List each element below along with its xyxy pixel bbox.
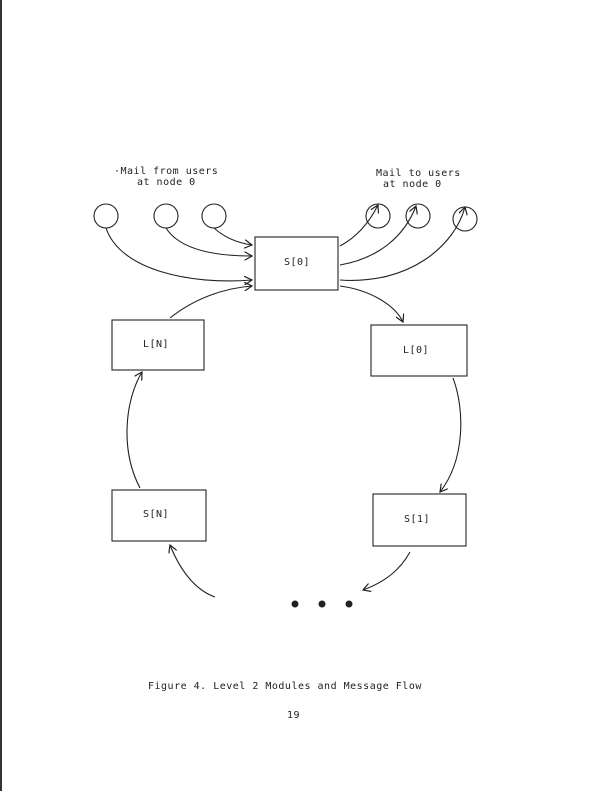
user-nodes-in [93,203,227,229]
module-box-l0 [370,324,468,377]
output-label: at node 0 [383,179,442,190]
page-number: 19 [287,710,301,721]
arrow [339,285,403,322]
module-label-l0: L[0] [403,345,430,356]
module-label-ln: L[N] [143,339,170,350]
module-box-s0 [254,236,339,291]
user-node [405,203,431,229]
user-node [153,203,179,229]
arrow [363,551,411,590]
input-label: ·Mail from users [114,166,219,177]
arrow [105,227,252,281]
module-box-s1 [372,493,467,547]
flow-arrows [105,205,465,598]
arrow [165,227,252,256]
arrow [339,205,378,247]
arrow [339,207,465,281]
input-label: at node 0 [137,177,196,188]
module-label-s0: S[0] [284,257,311,268]
user-nodes-out [365,203,478,232]
arrow [440,377,462,492]
arrow [169,286,252,319]
module-box-ln [111,319,205,371]
module-label-s1: S[1] [404,514,431,525]
arrow [339,206,416,266]
arrow [170,545,216,598]
module-label-sn: S[N] [143,509,170,520]
figure-caption: Figure 4. Level 2 Modules and Message Fl… [148,681,422,692]
arrow [213,227,252,245]
module-box-sn [111,489,207,542]
ellipsis-dots [291,600,353,608]
user-node [365,203,391,229]
user-node [93,203,119,229]
arrow [126,372,142,489]
output-label: Mail to users [376,168,461,179]
user-node [201,203,227,229]
scan-edge [0,0,2,791]
